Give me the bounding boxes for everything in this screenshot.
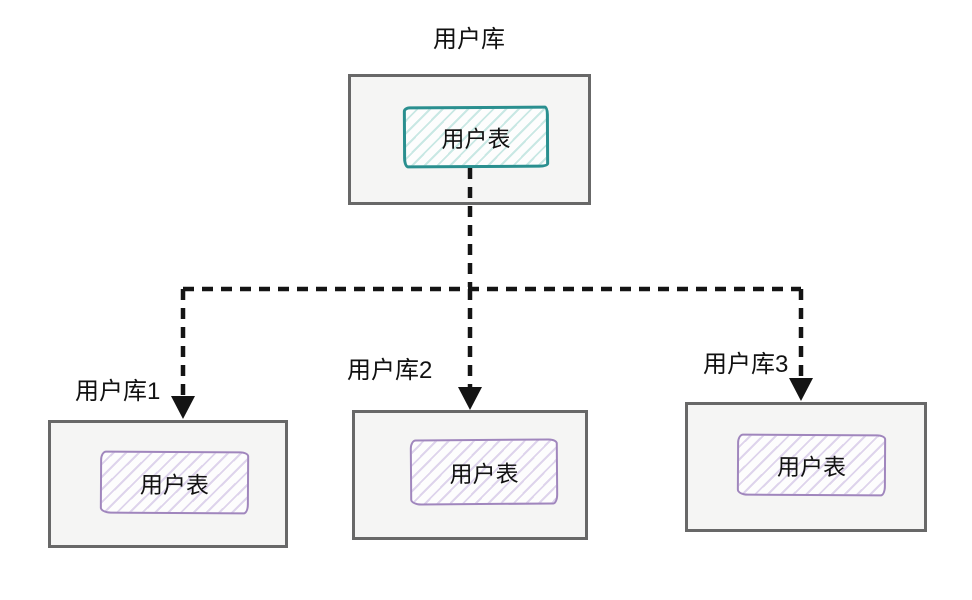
shard3-table-box: 用户表 [736, 433, 887, 497]
shard1-db-label: 用户库1 [75, 378, 161, 405]
shard3-table-label: 用户表 [776, 453, 847, 481]
shard2-db-container: 用户表 [352, 410, 588, 540]
shard1-table-label: 用户表 [139, 471, 210, 498]
shard3-db-container: 用户表 [685, 402, 927, 532]
shard1-db-container: 用户表 [48, 420, 288, 548]
shard2-table-box: 用户表 [409, 438, 559, 506]
source-table-label: 用户表 [441, 125, 511, 153]
shard2-db-label: 用户库2 [347, 357, 433, 384]
source-db-container: 用户表 [348, 74, 591, 205]
shard3-db-label: 用户库3 [703, 351, 789, 378]
shard1-table-box: 用户表 [99, 450, 250, 515]
shard2-table-label: 用户表 [449, 460, 519, 488]
source-table-box: 用户表 [402, 105, 550, 169]
arrowhead-down-shard2-icon [458, 387, 482, 410]
arrowhead-down-shard1-icon [171, 396, 195, 419]
arrowhead-down-shard3-icon [789, 378, 813, 401]
source-db-label: 用户库 [433, 26, 505, 53]
